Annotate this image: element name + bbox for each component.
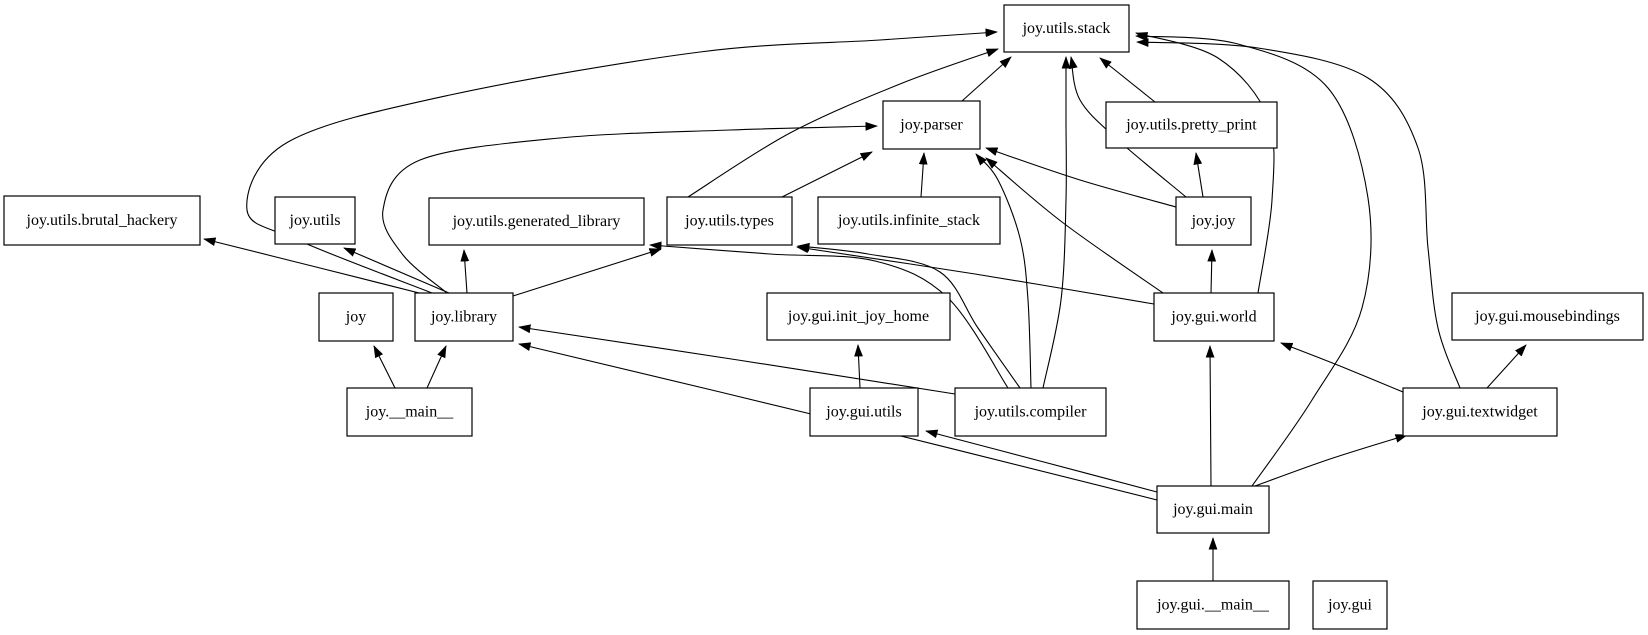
edge-joy-library-to-joy-utils-stack: [246, 28, 998, 294]
edge-joy-gui-textwidget-to-joy-gui-world: [1280, 342, 1404, 393]
node-joy-utils-generated-library: joy.utils.generated_library: [428, 197, 645, 246]
node-box-joy-utils-stack: [1003, 4, 1130, 53]
edge-joy-utils-compiler-to-joy-utils-generated-library: [649, 241, 1009, 389]
node-label-joy-gui-world: joy.gui.world: [1170, 309, 1256, 326]
node-label-joy-parser: joy.parser: [899, 117, 963, 134]
node-box-joy-parser: [882, 100, 981, 150]
node-label-joy-utils-pretty-print: joy.utils.pretty_print: [1125, 117, 1257, 134]
node-label-joy-gui-utils: joy.gui.utils: [825, 404, 901, 421]
edge-joy-utils-types-to-joy-parser: [781, 151, 873, 198]
node-joy-gui-init-joy-home: joy.gui.init_joy_home: [766, 292, 951, 341]
node-label-joy: joy: [345, 309, 366, 326]
node-box-joy-utils-brutal-hackery: [3, 195, 201, 246]
node-joy-utils-brutal-hackery: joy.utils.brutal_hackery: [3, 195, 201, 246]
edge-joy-gui-textwidget-to-joy-utils-stack: [1136, 38, 1461, 389]
node-box-joy-utils-compiler: [954, 387, 1107, 437]
edge-joy-gui-main-to-joy-gui-world: [1205, 345, 1215, 487]
node-label-joy-gui-main: joy.gui.__main__: [1156, 597, 1270, 614]
edge-joy-utils-infinite-stack-to-joy-parser: [918, 152, 928, 198]
node-joy-utils-infinite-stack: joy.utils.infinite_stack: [817, 196, 1001, 245]
edge-joy-gui-world-to-joy-parser: [985, 157, 1164, 294]
node-joy-parser: joy.parser: [882, 100, 981, 150]
node-joy-utils-types: joy.utils.types: [666, 196, 793, 246]
node-label-joy-joy: joy.joy: [1191, 213, 1236, 230]
edge-joy-gui-world-to-joy-joy: [1207, 249, 1217, 294]
node-box-joy-main: [346, 387, 473, 437]
node-box-joy-gui-init-joy-home: [766, 292, 951, 341]
node-box-joy: [318, 292, 394, 342]
node-label-joy-utils-compiler: joy.utils.compiler: [974, 404, 1088, 421]
edge-joy-main-to-joy: [373, 345, 396, 389]
node-label-joy-gui: joy.gui: [1327, 597, 1372, 614]
edge-joy-utils-compiler-to-joy-utils-types: [797, 242, 1021, 389]
node-label-joy-utils-types: joy.utils.types: [684, 213, 774, 230]
node-joy-utils: joy.utils: [274, 196, 356, 245]
node-box-joy-utils: [274, 196, 356, 245]
edge-joy-utils-types-to-joy-utils-stack: [687, 48, 999, 198]
node-joy-joy: joy.joy: [1175, 196, 1252, 246]
edge-joy-utils-pretty-print-to-joy-utils-stack: [1099, 57, 1156, 103]
node-label-joy-main: joy.__main__: [365, 404, 454, 421]
edge-joy-library-to-joy-utils-brutal-hackery: [203, 237, 432, 297]
edge-joy-utils-compiler-to-joy-library: [518, 324, 956, 395]
node-box-joy-utils-pretty-print: [1105, 101, 1278, 149]
node-label-joy-utils-generated-library: joy.utils.generated_library: [452, 213, 621, 230]
edge-joy-utils-compiler-to-joy-utils-stack: [1042, 56, 1071, 389]
edge-joy-library-to-joy-parser: [382, 121, 878, 294]
node-box-joy-gui-main: [1136, 580, 1290, 630]
edge-joy-library-to-joy-utils-types: [512, 248, 662, 297]
node-joy-gui-main: joy.gui.main: [1156, 485, 1270, 534]
edge-joy-gui-main-to-joy-gui-utils: [925, 429, 1158, 493]
node-joy-utils-stack: joy.utils.stack: [1003, 4, 1130, 53]
edge-joy-gui-utils-to-joy-gui-init-joy-home: [854, 344, 863, 389]
edge-joy-main-to-joy-library: [426, 345, 447, 389]
node-label-joy-utils: joy.utils: [289, 212, 341, 229]
node-label-joy-gui-textwidget: joy.gui.textwidget: [1421, 404, 1538, 421]
node-joy-library: joy.library: [414, 292, 514, 342]
node-joy-utils-pretty-print: joy.utils.pretty_print: [1105, 101, 1278, 149]
node-joy-gui-world: joy.gui.world: [1153, 292, 1275, 342]
node-box-joy-gui-main: [1156, 485, 1270, 534]
node-joy-gui-main: joy.gui.__main__: [1136, 580, 1290, 630]
edge-joy-joy-to-joy-utils-pretty-print: [1193, 152, 1204, 198]
node-joy-gui-textwidget: joy.gui.textwidget: [1402, 387, 1558, 437]
node-label-joy-utils-brutal-hackery: joy.utils.brutal_hackery: [26, 212, 178, 229]
node-joy-main: joy.__main__: [346, 387, 473, 437]
node-label-joy-library: joy.library: [430, 309, 497, 326]
edge-joy-gui-main-to-joy-utils-stack: [1135, 32, 1372, 487]
node-label-joy-gui-init-joy-home: joy.gui.init_joy_home: [787, 308, 929, 325]
node-box-joy-utils-infinite-stack: [817, 196, 1001, 245]
node-box-joy-utils-generated-library: [428, 197, 645, 246]
node-label-joy-gui-main: joy.gui.main: [1172, 501, 1253, 518]
edge-joy-gui-main-to-joy-gui-textwidget: [1254, 434, 1408, 487]
node-box-joy-gui-textwidget: [1402, 387, 1558, 437]
node-label-joy-utils-stack: joy.utils.stack: [1022, 20, 1111, 37]
node-joy-utils-compiler: joy.utils.compiler: [954, 387, 1107, 437]
edge-joy-joy-to-joy-parser: [985, 147, 1177, 208]
node-joy-gui: joy.gui: [1312, 580, 1388, 630]
node-label-joy-utils-infinite-stack: joy.utils.infinite_stack: [837, 212, 980, 229]
node-joy: joy: [318, 292, 394, 342]
node-joy-gui-mousebindings: joy.gui.mousebindings: [1451, 292, 1644, 341]
node-box-joy-utils-types: [666, 196, 793, 246]
nodes-layer: joy.utils.stack joy.parser joy.utils.prett…: [3, 4, 1644, 630]
node-label-joy-gui-mousebindings: joy.gui.mousebindings: [1474, 308, 1620, 325]
edge-joy-gui-textwidget-to-joy-gui-mousebindings: [1486, 344, 1527, 389]
edge-joy-utils-compiler-to-joy-parser: [975, 153, 1032, 389]
node-joy-gui-utils: joy.gui.utils: [809, 387, 919, 437]
node-box-joy-joy: [1175, 196, 1252, 246]
node-box-joy-gui-world: [1153, 292, 1275, 342]
edges-layer: [203, 28, 1527, 581]
edge-joy-library-to-joy-utils: [343, 247, 450, 294]
node-box-joy-library: [414, 292, 514, 342]
edge-joy-parser-to-joy-utils-stack: [961, 56, 1012, 102]
node-box-joy-gui: [1312, 580, 1388, 630]
edge-joy-gui-world-to-joy-utils-stack: [1135, 32, 1275, 294]
node-box-joy-gui-mousebindings: [1451, 292, 1644, 341]
edge-joy-library-to-joy-utils-generated-library: [460, 249, 470, 294]
edge-joy-gui-world-to-joy-utils-types: [796, 244, 1155, 305]
edge-joy-joy-to-joy-utils-stack: [1069, 56, 1187, 198]
node-box-joy-gui-utils: [809, 387, 919, 437]
